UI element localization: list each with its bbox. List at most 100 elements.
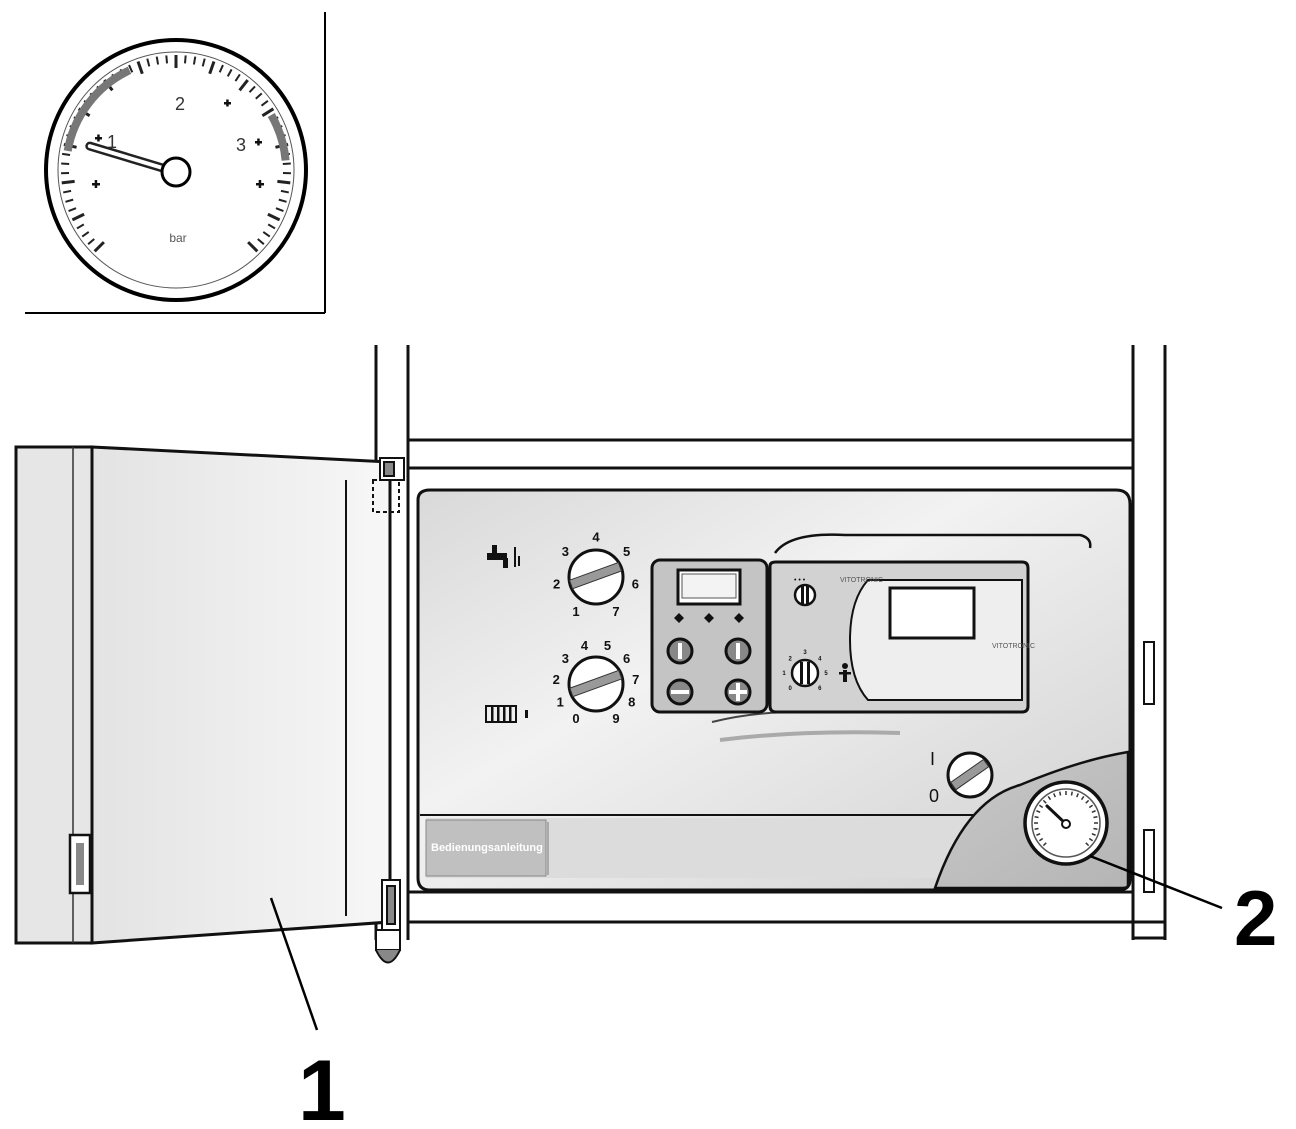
keypad-button-tr[interactable] <box>724 637 752 665</box>
pressure-gauge-tick <box>1034 827 1039 830</box>
inset-gauge-tick <box>255 92 263 100</box>
pressure-gauge-tick <box>1076 793 1079 798</box>
inset-gauge-shaded-band <box>267 113 290 161</box>
pressure-gauge-tick <box>1085 799 1090 804</box>
knob-scale-number: 3 <box>562 544 569 559</box>
power-switch[interactable]: I 0 <box>929 749 994 806</box>
plus-button[interactable] <box>724 678 752 706</box>
pressure-gauge-tick <box>1042 799 1047 804</box>
controller-display <box>888 586 976 640</box>
boiler-frame <box>374 345 1167 940</box>
inset-gauge-tick <box>275 207 284 212</box>
callout-1: 1 <box>269 897 346 1129</box>
inset-gauge-tick <box>76 223 85 230</box>
knob-scale-number: 6 <box>632 576 639 591</box>
knob-scale-number: 1 <box>782 671 786 677</box>
knob-scale-number: 6 <box>623 651 630 666</box>
inset-gauge-tick <box>128 64 134 73</box>
pressure-gauge-tick <box>1036 810 1041 813</box>
inset-gauge-tick <box>201 58 206 67</box>
manual-tab[interactable]: Bedienungsanleitung <box>425 819 547 877</box>
inset-gauge-label-2: 2 <box>175 94 185 114</box>
right-hinge-slots <box>1143 641 1155 893</box>
front-door[interactable] <box>14 445 405 964</box>
knob-scale-number: 7 <box>632 672 639 687</box>
inset-gauge-tick <box>61 179 75 185</box>
knob-scale-number: 4 <box>818 656 822 662</box>
inset-gauge-label-1: 1 <box>107 132 117 152</box>
callout-2-label: 2 <box>1234 874 1277 962</box>
power-on-label: I <box>930 749 935 769</box>
door-hinge-top <box>372 457 405 513</box>
inset-gauge-tick <box>155 56 160 65</box>
inset-gauge-tick <box>183 55 187 64</box>
inset-gauge-tick <box>65 198 74 203</box>
svg-text:VITOTRONIC: VITOTRONIC <box>992 643 1035 650</box>
inset-gauge-tick <box>192 56 197 65</box>
inset-gauge-tick <box>87 238 95 245</box>
inset-gauge-detail: 1 2 3 bar <box>25 12 326 314</box>
inset-gauge-tick <box>247 241 259 253</box>
knob-scale-number: 5 <box>623 544 630 559</box>
inset-gauge-tick <box>261 107 275 118</box>
keypad-button-tl[interactable] <box>666 637 694 665</box>
knob-scale-number: 0 <box>572 711 579 726</box>
radiator-icon <box>485 705 528 723</box>
knob-scale-number: 5 <box>604 638 611 653</box>
inset-gauge-tick <box>68 207 77 212</box>
inset-gauge-tick <box>165 55 169 64</box>
inset-gauge-tick <box>280 189 289 194</box>
inset-gauge-label-3: 3 <box>236 135 246 155</box>
pressure-gauge-tick <box>1088 804 1094 809</box>
manual-tab-label: Bedienungsanleitung <box>431 842 543 854</box>
inset-gauge-tick <box>218 64 224 73</box>
minus-button[interactable] <box>666 678 694 706</box>
inset-gauge-tick <box>257 238 265 245</box>
pressure-gauge-tick <box>1047 795 1052 801</box>
inset-gauge-tick <box>93 241 105 253</box>
knob-scale-number: 3 <box>562 651 569 666</box>
inset-gauge-hub <box>160 156 192 188</box>
door-hinge-bottom <box>375 879 401 964</box>
inset-gauge-tick <box>277 179 291 185</box>
svg-text:• • •: • • • <box>794 577 806 584</box>
knob-scale-number: 0 <box>788 686 792 692</box>
pressure-gauge-tick <box>1059 791 1062 796</box>
inset-gauge-tick <box>267 212 281 222</box>
hot-water-tap-icon <box>487 545 520 568</box>
inset-gauge-tick <box>260 100 269 107</box>
pressure-gauge-tick <box>1036 833 1041 836</box>
knob-scale-number: 1 <box>572 604 579 619</box>
inset-gauge-tick <box>81 231 90 238</box>
inset-gauge-cross-marks <box>92 99 264 188</box>
pressure-gauge-tick <box>1034 816 1039 819</box>
inset-gauge-tick <box>61 152 71 157</box>
inset-gauge-unit: bar <box>169 231 186 245</box>
inset-gauge-tick <box>262 231 271 238</box>
pressure-gauge-tick <box>1053 793 1056 798</box>
knob-scale-number: 5 <box>824 671 828 677</box>
inset-gauge-tick <box>71 212 85 222</box>
knob-scale-number: 6 <box>818 686 822 692</box>
knob-scale-number: 3 <box>803 650 807 656</box>
controller-brand: VITOTRONIC <box>840 577 883 584</box>
controller-knob-top[interactable]: • • • <box>793 577 817 607</box>
inset-gauge-tick <box>226 68 233 77</box>
pressure-gauge-tick <box>1088 837 1094 842</box>
inset-gauge-tick <box>63 189 72 194</box>
person-icon <box>839 663 851 682</box>
pressure-gauge-tick <box>1093 827 1098 830</box>
pressure-gauge <box>1023 780 1109 866</box>
pressure-gauge-tick <box>1042 842 1047 847</box>
knob-scale-number: 8 <box>628 695 635 710</box>
knob-scale-number: 7 <box>612 604 619 619</box>
inset-gauge-red-zone <box>63 66 132 152</box>
